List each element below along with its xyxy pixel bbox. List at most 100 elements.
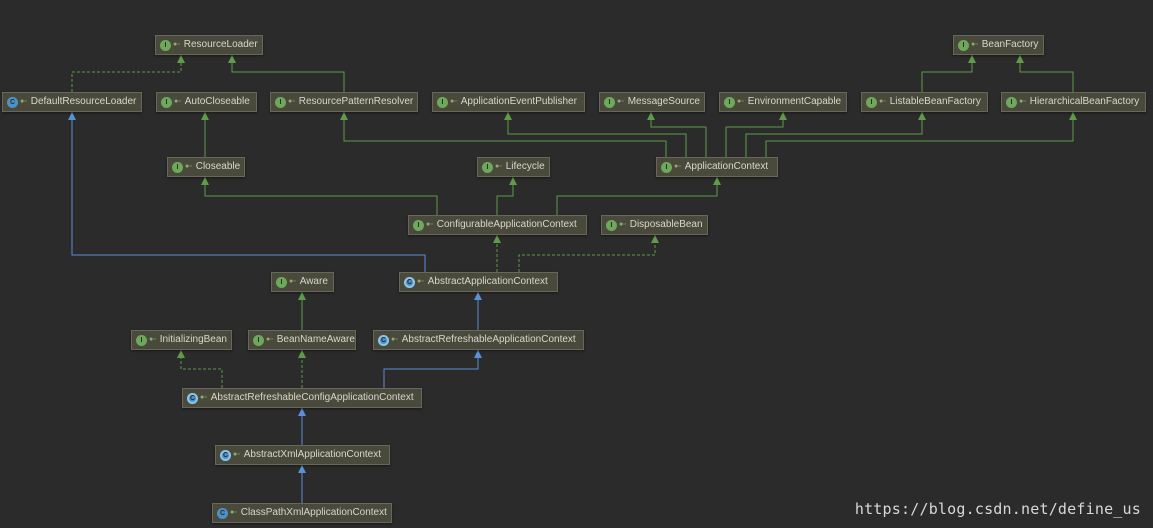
type-badge-icon: I [866, 96, 877, 108]
type-badge-icon: C [220, 449, 231, 461]
access-modifier-icon: ●▫ [391, 336, 398, 343]
type-badge-icon: C [378, 334, 389, 346]
type-badge-icon: I [604, 96, 615, 108]
node-label: EnvironmentCapable [747, 96, 842, 107]
arrowhead-Closeable-to-AutoCloseable [201, 112, 209, 120]
node-configurable-application-context[interactable]: I●▫ConfigurableApplicationContext [408, 215, 587, 235]
edge-ConfigurableApplicationContext-to-Closeable [204, 177, 438, 215]
arrowhead-ApplicationContext-to-ApplicationEventPublisher [504, 112, 512, 120]
edge-ListableBeanFactory-to-BeanFactory [921, 55, 973, 92]
arrowhead-ApplicationContext-to-ListableBeanFactory [918, 112, 926, 120]
edge-ApplicationContext-to-HierarchicalBeanFactory [765, 112, 1074, 157]
type-badge-icon: I [724, 96, 735, 108]
node-message-source[interactable]: I●▫MessageSource [599, 92, 705, 112]
node-disposable-bean[interactable]: I●▫DisposableBean [601, 215, 708, 235]
access-modifier-icon: ●▫ [289, 278, 296, 285]
arrowhead-ApplicationContext-to-MessageSource [647, 112, 655, 120]
node-label: AbstractRefreshableApplicationContext [401, 334, 576, 345]
arrowhead-AbstractXmlApplicationContext-to-AbstractRefreshableConfigApplicationContext [298, 408, 306, 416]
arrowhead-ConfigurableApplicationContext-to-Closeable [201, 177, 209, 185]
node-label: Lifecycle [505, 161, 545, 172]
edge-AbstractRefreshableConfigApplicationContext-to-AbstractRefreshableApplicationContext [383, 350, 479, 388]
node-label: ResourcePatternResolver [298, 96, 414, 107]
edge-HierarchicalBeanFactory-to-BeanFactory [1019, 55, 1074, 92]
node-lifecycle[interactable]: I●▫Lifecycle [477, 157, 550, 177]
arrowhead-AbstractRefreshableConfigApplicationContext-to-BeanNameAware [298, 350, 306, 358]
node-label: InitializingBean [159, 334, 227, 345]
access-modifier-icon: ●▫ [495, 163, 502, 170]
node-label: BeanNameAware [276, 334, 355, 345]
node-resource-loader[interactable]: I●▫ResourceLoader [155, 35, 263, 55]
arrowhead-ClassPathXmlApplicationContext-to-AbstractXmlApplicationContext [298, 465, 306, 473]
node-hierarchical-bean-factory[interactable]: I●▫HierarchicalBeanFactory [1001, 92, 1146, 112]
node-abstract-xml-application-context[interactable]: C●▫AbstractXmlApplicationContext [215, 445, 390, 465]
type-badge-icon: I [160, 39, 171, 51]
edge-AbstractApplicationContext-to-DisposableBean [518, 235, 656, 272]
node-label: ResourceLoader [183, 39, 258, 50]
node-abstract-refreshable-config-application-context[interactable]: C●▫AbstractRefreshableConfigApplicationC… [182, 388, 422, 408]
node-label: BeanFactory [981, 39, 1039, 50]
edge-AbstractApplicationContext-to-DefaultResourceLoader [71, 112, 426, 272]
node-abstract-refreshable-application-context[interactable]: C●▫AbstractRefreshableApplicationContext [373, 330, 584, 350]
access-modifier-icon: ●▫ [417, 278, 424, 285]
node-bean-name-aware[interactable]: I●▫BeanNameAware [248, 330, 356, 350]
access-modifier-icon: ●▫ [173, 41, 180, 48]
node-label: DisposableBean [629, 219, 703, 230]
node-label: ApplicationEventPublisher [460, 96, 577, 107]
type-badge-icon: C [187, 392, 198, 404]
node-resource-pattern-resolver[interactable]: I●▫ResourcePatternResolver [270, 92, 418, 112]
node-label: ApplicationContext [684, 161, 769, 172]
type-badge-icon: I [482, 161, 493, 173]
node-label: HierarchicalBeanFactory [1029, 96, 1140, 107]
type-badge-icon: I [413, 219, 424, 231]
node-listable-bean-factory[interactable]: I●▫ListableBeanFactory [861, 92, 988, 112]
access-modifier-icon: ●▫ [879, 98, 886, 105]
node-label: ListableBeanFactory [889, 96, 981, 107]
arrowhead-AbstractRefreshableConfigApplicationContext-to-InitializingBean [177, 350, 185, 358]
arrowhead-AbstractRefreshableConfigApplicationContext-to-AbstractRefreshableApplicationContext [474, 350, 482, 358]
node-closeable[interactable]: I●▫Closeable [167, 157, 245, 177]
node-application-event-publisher[interactable]: I●▫ApplicationEventPublisher [432, 92, 585, 112]
edge-AbstractRefreshableConfigApplicationContext-to-InitializingBean [180, 350, 223, 388]
access-modifier-icon: ●▫ [674, 163, 681, 170]
arrowhead-HierarchicalBeanFactory-to-BeanFactory [1016, 55, 1024, 63]
edge-DefaultResourceLoader-to-ResourceLoader [71, 55, 182, 92]
access-modifier-icon: ●▫ [619, 221, 626, 228]
access-modifier-icon: ●▫ [737, 98, 744, 105]
type-badge-icon: I [1006, 96, 1017, 108]
type-badge-icon: C [404, 276, 415, 288]
access-modifier-icon: ●▫ [288, 98, 295, 105]
arrowhead-DefaultResourceLoader-to-ResourceLoader [177, 55, 185, 63]
type-badge-icon: C [217, 507, 228, 519]
access-modifier-icon: ●▫ [617, 98, 624, 105]
access-modifier-icon: ●▫ [149, 336, 156, 343]
arrowhead-AbstractApplicationContext-to-DisposableBean [651, 235, 659, 243]
node-label: AbstractApplicationContext [427, 276, 548, 287]
node-default-resource-loader[interactable]: C●▫DefaultResourceLoader [2, 92, 142, 112]
edge-ConfigurableApplicationContext-to-Lifecycle [496, 177, 514, 215]
access-modifier-icon: ●▫ [233, 451, 240, 458]
node-label: AbstractRefreshableConfigApplicationCont… [210, 392, 414, 403]
node-application-context[interactable]: I●▫ApplicationContext [656, 157, 778, 177]
node-bean-factory[interactable]: I●▫BeanFactory [953, 35, 1044, 55]
node-aware[interactable]: I●▫Aware [271, 272, 334, 292]
arrowhead-ConfigurableApplicationContext-to-Lifecycle [509, 177, 517, 185]
node-label: Closeable [195, 161, 241, 172]
node-initializing-bean[interactable]: I●▫InitializingBean [131, 330, 232, 350]
node-environment-capable[interactable]: I●▫EnvironmentCapable [719, 92, 847, 112]
node-auto-closeable[interactable]: I●▫AutoCloseable [156, 92, 257, 112]
watermark-url: https://blog.csdn.net/define_us [854, 500, 1141, 518]
node-label: AbstractXmlApplicationContext [243, 449, 382, 460]
arrowhead-ConfigurableApplicationContext-to-ApplicationContext [713, 177, 721, 185]
type-badge-icon: I [253, 334, 264, 346]
node-label: ConfigurableApplicationContext [436, 219, 577, 230]
node-class-path-xml-application-context[interactable]: C●▫ClassPathXmlApplicationContext [212, 503, 392, 523]
type-badge-icon: I [136, 334, 147, 346]
type-badge-icon: I [437, 96, 448, 108]
arrowhead-ApplicationContext-to-HierarchicalBeanFactory [1069, 112, 1077, 120]
node-abstract-application-context[interactable]: C●▫AbstractApplicationContext [399, 272, 558, 292]
edge-ApplicationContext-to-ApplicationEventPublisher [507, 112, 687, 157]
type-badge-icon: I [661, 161, 672, 173]
edge-ApplicationContext-to-ResourcePatternResolver [343, 112, 667, 157]
access-modifier-icon: ●▫ [20, 98, 27, 105]
